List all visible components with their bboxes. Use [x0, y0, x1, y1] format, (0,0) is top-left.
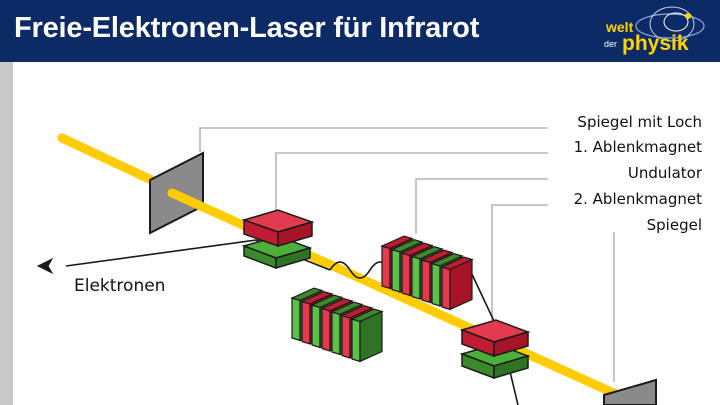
logo-text-physik: physik	[622, 32, 689, 55]
logo-text-welt: welt	[606, 19, 634, 35]
undulator-front-plate	[350, 308, 384, 363]
label-mirror: Spiegel	[646, 216, 702, 234]
logo-swirl-icon	[635, 6, 705, 42]
undulator-back-plate	[440, 256, 474, 311]
leader-line-undulator	[415, 178, 548, 234]
page-title: Freie-Elektronen-Laser für Infrarot	[14, 12, 480, 44]
leader-lines	[199, 127, 615, 382]
label-undulator: Undulator	[627, 164, 702, 182]
leader-line-magnet2	[491, 204, 548, 320]
magnet-1	[241, 209, 315, 270]
logo-text-der: der	[604, 39, 618, 49]
welt-der-physik-logo[interactable]: welt der physik	[592, 4, 716, 60]
header-bar: Freie-Elektronen-Laser für Infrarot welt…	[0, 0, 720, 62]
label-first-deflection-magnet: 1. Ablenkmagnet	[573, 138, 702, 156]
leader-line-mirror-hole	[199, 127, 548, 152]
undulator-front	[290, 287, 384, 363]
label-mirror-with-hole: Spiegel mit Loch	[577, 113, 702, 131]
end-mirror	[603, 378, 657, 405]
leader-line-magnet1	[275, 152, 548, 210]
undulator-back	[380, 235, 474, 311]
laser-beam-outer	[57, 133, 165, 189]
magnet-2	[459, 319, 531, 380]
left-side-bar	[0, 62, 13, 405]
electron-arrow-icon	[36, 257, 54, 275]
label-second-deflection-magnet: 2. Ablenkmagnet	[573, 190, 702, 208]
laser-beam-main	[167, 188, 645, 405]
label-electrons: Elektronen	[74, 276, 166, 296]
